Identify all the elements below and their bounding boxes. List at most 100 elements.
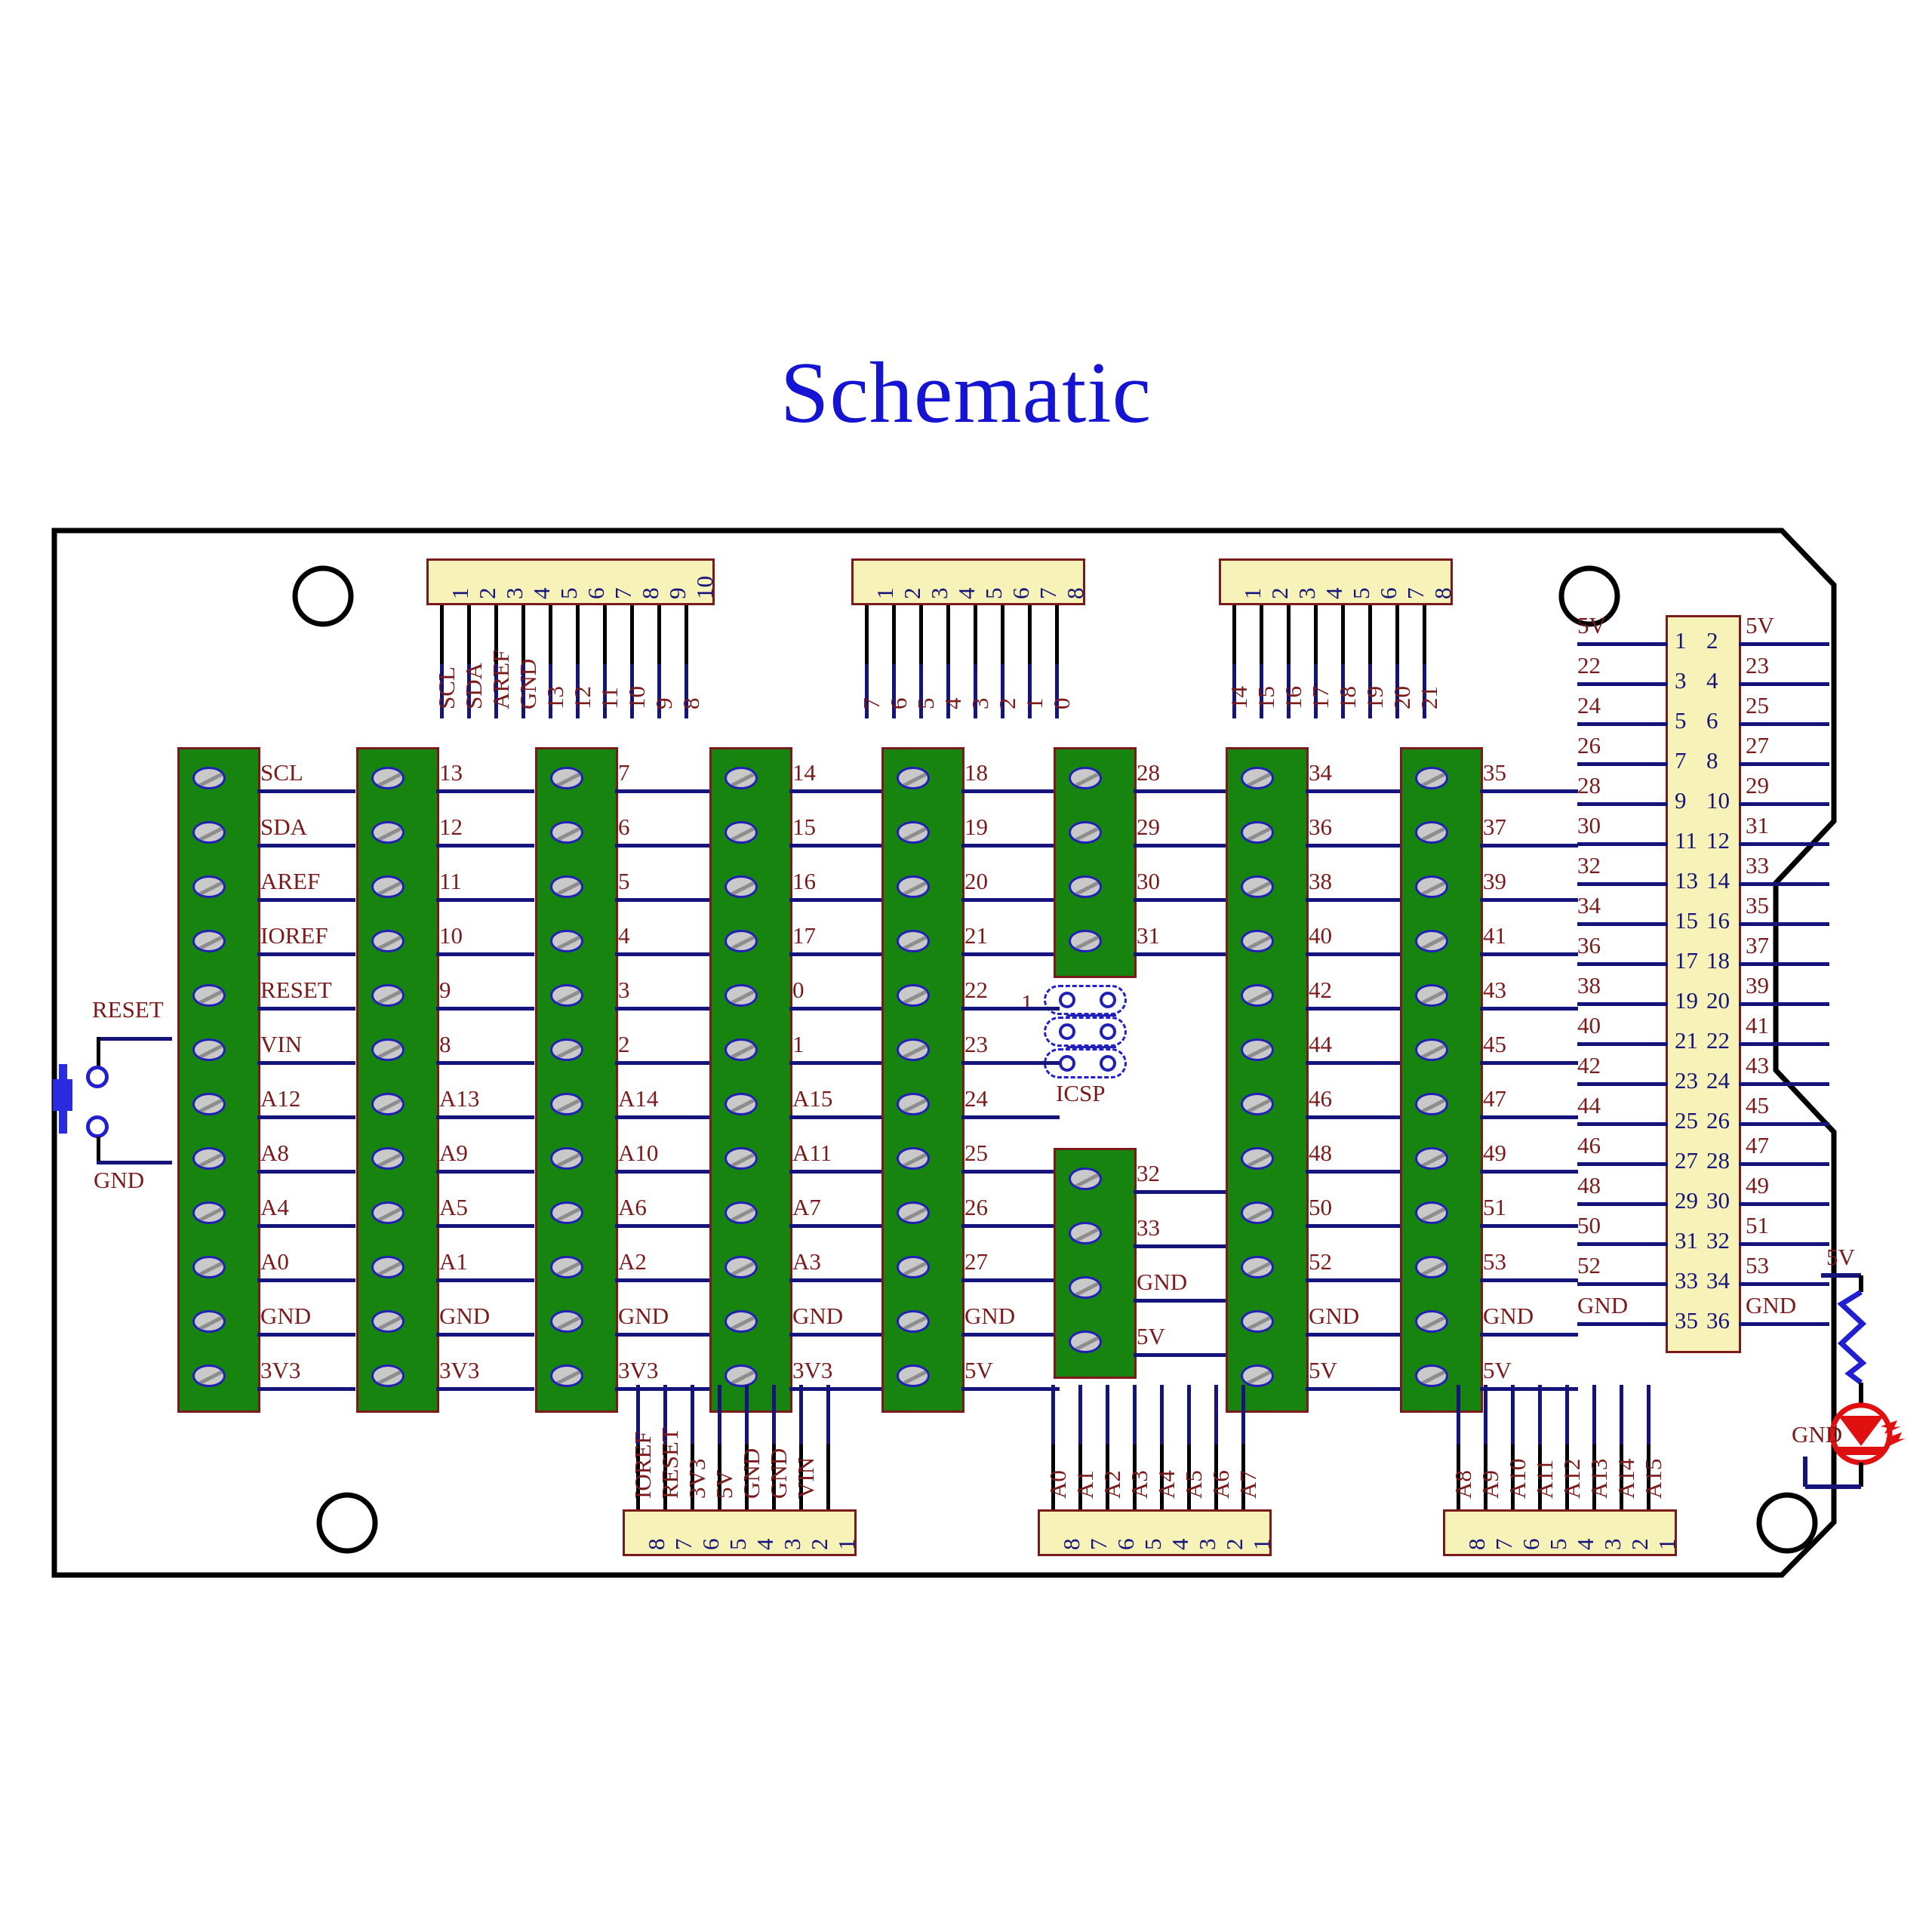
terminal-screw[interactable]: [1241, 984, 1274, 1007]
terminal-screw[interactable]: [371, 984, 405, 1007]
terminal-screw[interactable]: [1069, 1331, 1102, 1353]
terminal-screw[interactable]: [724, 767, 758, 789]
header-8pin-digital-low[interactable]: [851, 558, 1085, 605]
terminal-screw[interactable]: [897, 767, 930, 789]
terminal-screw[interactable]: [550, 1310, 583, 1333]
terminal-screw[interactable]: [192, 1147, 226, 1170]
terminal-screw[interactable]: [192, 1201, 226, 1224]
terminal-screw[interactable]: [1241, 1093, 1274, 1115]
terminal-screw[interactable]: [1415, 984, 1448, 1007]
reset-switch[interactable]: RESET GND: [53, 998, 249, 1192]
terminal-screw[interactable]: [1415, 1147, 1448, 1170]
terminal-block-8[interactable]: [1400, 747, 1483, 1413]
terminal-screw[interactable]: [1241, 1201, 1274, 1224]
terminal-screw[interactable]: [1069, 930, 1102, 952]
terminal-block-1[interactable]: [177, 747, 260, 1413]
terminal-screw[interactable]: [1415, 1093, 1448, 1115]
terminal-screw[interactable]: [897, 1256, 930, 1278]
terminal-screw[interactable]: [371, 1093, 405, 1115]
terminal-block-7[interactable]: [1226, 747, 1309, 1413]
terminal-screw[interactable]: [724, 1093, 758, 1115]
terminal-screw[interactable]: [550, 1364, 583, 1387]
terminal-block-3[interactable]: [535, 747, 618, 1413]
terminal-screw[interactable]: [1069, 1276, 1102, 1299]
terminal-screw[interactable]: [371, 875, 405, 898]
terminal-screw[interactable]: [192, 930, 226, 952]
terminal-screw[interactable]: [1241, 1256, 1274, 1278]
terminal-screw[interactable]: [724, 1038, 758, 1061]
terminal-screw[interactable]: [371, 1310, 405, 1333]
terminal-screw[interactable]: [1241, 875, 1274, 898]
terminal-screw[interactable]: [1241, 821, 1274, 844]
terminal-screw[interactable]: [724, 1147, 758, 1170]
terminal-screw[interactable]: [550, 1038, 583, 1061]
terminal-screw[interactable]: [1241, 1310, 1274, 1333]
terminal-screw[interactable]: [550, 930, 583, 952]
terminal-screw[interactable]: [1241, 930, 1274, 952]
terminal-screw[interactable]: [550, 984, 583, 1007]
terminal-screw[interactable]: [897, 821, 930, 844]
terminal-screw[interactable]: [724, 875, 758, 898]
terminal-screw[interactable]: [724, 930, 758, 952]
terminal-screw[interactable]: [1241, 1147, 1274, 1170]
terminal-screw[interactable]: [1415, 821, 1448, 844]
terminal-screw[interactable]: [724, 1256, 758, 1278]
terminal-screw[interactable]: [550, 767, 583, 789]
terminal-screw[interactable]: [724, 1201, 758, 1224]
header-8pin-digital-14-21[interactable]: [1219, 558, 1453, 605]
terminal-screw[interactable]: [371, 1201, 405, 1224]
terminal-screw[interactable]: [724, 821, 758, 844]
terminal-screw[interactable]: [897, 984, 930, 1007]
terminal-screw[interactable]: [1069, 875, 1102, 898]
terminal-screw[interactable]: [1415, 1201, 1448, 1224]
terminal-screw[interactable]: [897, 1147, 930, 1170]
terminal-screw[interactable]: [192, 1256, 226, 1278]
terminal-screw[interactable]: [192, 1038, 226, 1061]
idc-36pin[interactable]: [1666, 615, 1741, 1353]
terminal-screw[interactable]: [371, 767, 405, 789]
terminal-screw[interactable]: [192, 1364, 226, 1387]
terminal-screw[interactable]: [371, 1256, 405, 1278]
terminal-screw[interactable]: [1241, 1038, 1274, 1061]
terminal-screw[interactable]: [192, 821, 226, 844]
terminal-block-4[interactable]: [709, 747, 792, 1413]
terminal-screw[interactable]: [192, 1093, 226, 1115]
terminal-screw[interactable]: [724, 1364, 758, 1387]
terminal-screw[interactable]: [1415, 875, 1448, 898]
terminal-screw[interactable]: [897, 1093, 930, 1115]
terminal-screw[interactable]: [550, 875, 583, 898]
terminal-screw[interactable]: [897, 1201, 930, 1224]
terminal-screw[interactable]: [1415, 930, 1448, 952]
terminal-block-5[interactable]: [881, 747, 964, 1413]
terminal-screw[interactable]: [1415, 1364, 1448, 1387]
terminal-screw[interactable]: [1415, 1038, 1448, 1061]
terminal-screw[interactable]: [550, 821, 583, 844]
icsp-connector[interactable]: 1 ICSP: [1021, 985, 1174, 1113]
terminal-block-2[interactable]: [356, 747, 439, 1413]
terminal-screw[interactable]: [897, 1364, 930, 1387]
terminal-screw[interactable]: [1069, 1222, 1102, 1244]
terminal-screw[interactable]: [371, 930, 405, 952]
terminal-screw[interactable]: [550, 1147, 583, 1170]
terminal-screw[interactable]: [371, 1038, 405, 1061]
terminal-screw[interactable]: [1069, 767, 1102, 789]
terminal-screw[interactable]: [1069, 1168, 1102, 1190]
terminal-screw[interactable]: [1241, 1364, 1274, 1387]
terminal-screw[interactable]: [724, 984, 758, 1007]
terminal-screw[interactable]: [192, 984, 226, 1007]
terminal-screw[interactable]: [192, 767, 226, 789]
terminal-screw[interactable]: [897, 875, 930, 898]
terminal-screw[interactable]: [192, 1310, 226, 1333]
terminal-screw[interactable]: [1415, 1310, 1448, 1333]
header-analog-a8-a15[interactable]: [1443, 1509, 1677, 1556]
terminal-screw[interactable]: [371, 1147, 405, 1170]
header-10pin-digital-high[interactable]: [426, 558, 715, 605]
terminal-screw[interactable]: [1241, 767, 1274, 789]
terminal-screw[interactable]: [1415, 1256, 1448, 1278]
header-power-8pin[interactable]: [623, 1509, 857, 1556]
terminal-screw[interactable]: [550, 1093, 583, 1115]
header-analog-a0-a7[interactable]: [1038, 1509, 1272, 1556]
terminal-screw[interactable]: [371, 1364, 405, 1387]
terminal-screw[interactable]: [1415, 767, 1448, 789]
terminal-screw[interactable]: [724, 1310, 758, 1333]
